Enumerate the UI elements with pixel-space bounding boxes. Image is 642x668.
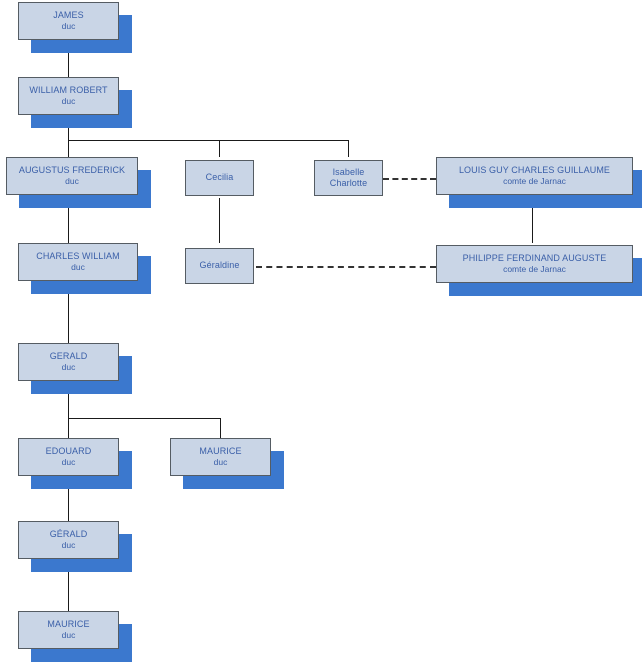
connector-bus-maurice [220,418,221,438]
node-edouard-subtitle: duc [61,457,76,468]
connector-gerald-down [68,388,69,418]
node-james[interactable]: JAMES duc [18,2,119,40]
connector-bus-cecilia [219,140,220,157]
connector-gerald2-maurice2 [68,568,69,611]
node-gerald-accented-name: GÉRALD [49,529,88,540]
connector-louis-philippe [532,198,533,243]
node-gerald[interactable]: GERALD duc [18,343,119,381]
node-maurice-lower-name: MAURICE [47,619,90,630]
connector-bus-augustus [68,140,69,157]
node-louis-guy-charles-guillaume[interactable]: LOUIS GUY CHARLES GUILLAUME comte de Jar… [436,157,633,195]
node-charles-william[interactable]: CHARLES WILLIAM duc [18,243,138,281]
node-philippe-name: PHILIPPE FERDINAND AUGUSTE [462,253,607,264]
node-william-robert[interactable]: WILLIAM ROBERT duc [18,77,119,115]
node-augustus-frederick-name: AUGUSTUS FREDERICK [18,165,126,176]
node-isabelle-charlotte-name: Isabelle [332,166,365,177]
node-james-subtitle: duc [61,21,76,32]
node-louis-subtitle: comte de Jarnac [503,176,566,187]
connector-james-william [68,40,69,77]
node-cecilia-name: Cecilia [205,172,234,183]
node-gerald-name: GERALD [49,351,88,362]
node-geraldine-name: Géraldine [199,260,240,271]
sibling-bus-generation-3 [68,140,349,141]
node-maurice-upper-name: MAURICE [199,446,242,457]
node-charles-william-subtitle: duc [71,262,85,273]
node-isabelle-charlotte[interactable]: Isabelle Charlotte [314,160,383,196]
node-gerald-subtitle: duc [61,362,76,373]
node-isabelle-charlotte-name2: Charlotte [329,178,368,188]
node-james-name: JAMES [53,10,84,21]
node-philippe-subtitle: comte de Jarnac [503,264,566,275]
node-augustus-frederick[interactable]: AUGUSTUS FREDERICK duc [6,157,138,195]
node-edouard-name: EDOUARD [45,446,92,457]
node-william-robert-name: WILLIAM ROBERT [29,85,108,96]
connector-bus-edouard [68,418,69,438]
node-maurice-upper[interactable]: MAURICE duc [170,438,271,476]
node-william-robert-subtitle: duc [61,96,76,107]
node-gerald-accented-subtitle: duc [61,540,76,551]
node-gerald-accented[interactable]: GÉRALD duc [18,521,119,559]
node-cecilia[interactable]: Cecilia [185,160,254,196]
connector-edouard-gerald2 [68,481,69,521]
sibling-bus-generation-7 [68,418,220,419]
node-louis-name: LOUIS GUY CHARLES GUILLAUME [458,165,611,176]
connector-william-down [68,118,69,140]
connector-augustus-charles [68,198,69,243]
connector-bus-isabelle [348,140,349,157]
node-maurice-lower-subtitle: duc [61,630,76,641]
node-maurice-upper-subtitle: duc [213,457,228,468]
connector-cecilia-geraldine [219,198,220,243]
node-maurice-lower[interactable]: MAURICE duc [18,611,119,649]
connector-charles-gerald [68,288,69,343]
marriage-link-isabelle-louis [383,178,436,180]
node-charles-william-name: CHARLES WILLIAM [36,251,120,262]
marriage-link-geraldine-philippe [256,266,436,268]
node-philippe-ferdinand-auguste[interactable]: PHILIPPE FERDINAND AUGUSTE comte de Jarn… [436,245,633,283]
node-geraldine[interactable]: Géraldine [185,248,254,284]
node-augustus-frederick-subtitle: duc [65,176,79,187]
node-edouard[interactable]: EDOUARD duc [18,438,119,476]
